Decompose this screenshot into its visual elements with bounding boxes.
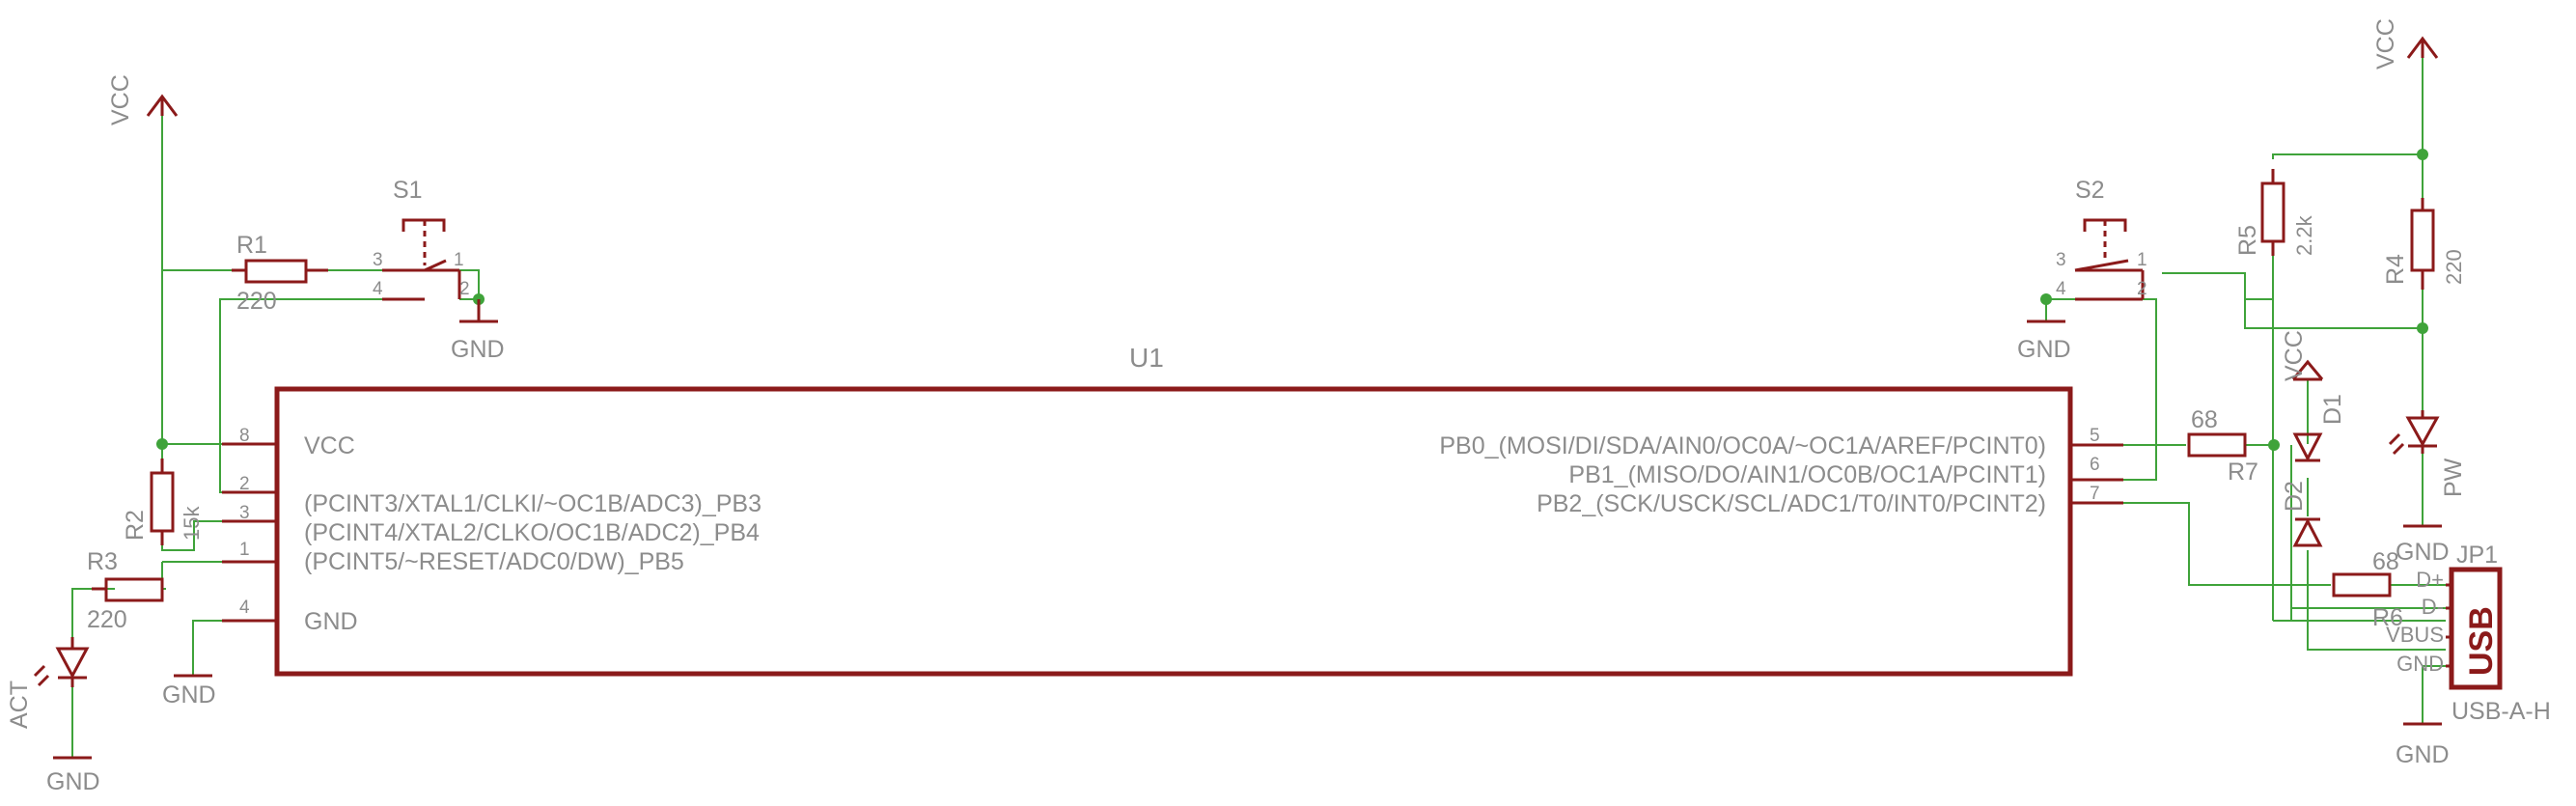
switch-s1: S1 3 1 4 2 [373,177,470,301]
usb-pin-label: VBUS [2386,623,2444,647]
vcc-label: VCC [2372,18,2399,69]
u1-pin-num: 6 [2090,455,2100,475]
s1-pin: 4 [373,279,383,299]
r5-ref: R5 [2234,225,2261,256]
s1-pin: 3 [373,250,383,270]
u1-pin-num: 8 [239,426,250,446]
u1-pin-name: VCC [304,432,355,459]
resistor-r7: 68 R7 [2187,406,2258,486]
s1-pin: 2 [459,279,470,299]
gnd-label: GND [2396,539,2450,566]
r6-value: 68 [2372,548,2399,575]
switch-s2: S2 3 1 4 2 [2056,177,2147,301]
d2-label: D2 [2281,481,2308,512]
u1-pin-name: PB2_(SCK/USCK/SCL/ADC1/T0/INT0/PCINT2) [1537,490,2046,517]
r2-value: 15k [180,506,204,541]
s1-pin: 1 [454,250,464,270]
u1-pin-name: GND [304,608,358,635]
led-pw: PW [2388,410,2467,497]
gnd-symbol-pw: GND [2396,524,2450,566]
r7-ref: R7 [2228,459,2258,486]
u1-pin-num: 4 [239,598,250,618]
u1-pin-num: 1 [239,540,250,560]
gnd-label: GND [451,336,505,363]
u1-pin-num: 7 [2090,484,2100,504]
wires [71,48,2446,758]
gnd-symbol-s2: GND [2017,320,2071,363]
r2-ref: R2 [122,510,149,541]
u1-pin-num: 5 [2090,426,2100,446]
s2-pin: 3 [2056,250,2066,270]
vcc-symbol-left: VCC [107,74,179,125]
r3-ref: R3 [87,548,118,575]
s1-ref: S1 [393,177,423,204]
resistor-r6: 68 R6 [2332,548,2403,631]
r1-value: 220 [236,288,277,315]
gnd-symbol-usb: GND [2396,722,2450,768]
resistor-r5: R5 2.2k [2234,169,2316,256]
gnd-label: GND [162,681,216,709]
u1-pin-name: PB1_(MISO/DO/AIN1/OC0B/OC1A/PCINT1) [1568,461,2046,488]
vcc-label: VCC [2281,330,2308,381]
u1-pin-name: (PCINT4/XTAL2/CLKO/OC1B/ADC2)_PB4 [304,519,760,546]
r5-value: 2.2k [2292,214,2316,256]
vcc-label: VCC [107,74,134,125]
resistor-r4: R4 220 [2382,198,2466,290]
junctions [156,149,2428,451]
usb-pin-label: D+ [2416,568,2444,592]
s2-pin: 4 [2056,279,2066,299]
ic-u1: U1 8 VCC 2 (PCINT3/XTAL1/CLKI/~OC1B/ADC3… [222,343,2123,677]
r4-value: 220 [2442,249,2466,285]
pw-label: PW [2440,458,2467,497]
u1-pin-name: (PCINT5/~RESET/ADC0/DW)_PB5 [304,548,684,575]
diode-d2: D2 [2281,481,2323,547]
usb-label: USB [2463,606,2500,676]
usb-pin-label: D- [2422,595,2444,619]
resistor-r2: R2 15k [122,459,204,545]
u1-pin-num: 3 [239,503,250,523]
diode-d1: VCC D1 [2281,330,2346,462]
usb-connector-jp1: JP1 D+ D- VBUS GND USB USB-A-H [2386,542,2551,725]
resistor-r1: R1 220 [232,232,328,315]
gnd-symbol-s1: GND [451,299,505,363]
r4-ref: R4 [2382,254,2409,285]
resistor-r3: R3 220 [87,548,164,633]
gnd-label: GND [2396,741,2450,768]
gnd-label: GND [46,768,100,795]
s2-ref: S2 [2075,177,2105,204]
led-act: ACT [6,637,90,729]
usb-part: USB-A-H [2451,698,2551,725]
u1-ref: U1 [1129,343,1164,373]
r6-ref: R6 [2372,604,2403,631]
d1-label: D1 [2319,394,2346,425]
gnd-label: GND [2017,336,2071,363]
jp1-ref: JP1 [2456,542,2498,569]
gnd-symbol-act: GND [46,756,100,795]
vcc-symbol-right: VCC [2372,18,2439,69]
r7-value: 68 [2191,406,2218,433]
act-label: ACT [6,681,33,729]
r3-value: 220 [87,606,127,633]
r1-ref: R1 [236,232,267,259]
u1-pin-name: PB0_(MOSI/DI/SDA/AIN0/OC0A/~OC1A/AREF/PC… [1439,432,2046,459]
s2-pin: 1 [2137,250,2147,270]
usb-pin-label: GND [2396,652,2444,676]
u1-pin-name: (PCINT3/XTAL1/CLKI/~OC1B/ADC3)_PB3 [304,490,762,517]
u1-pin-num: 2 [239,474,250,494]
gnd-symbol-u1: GND [162,674,216,709]
s2-pin: 2 [2137,279,2147,299]
